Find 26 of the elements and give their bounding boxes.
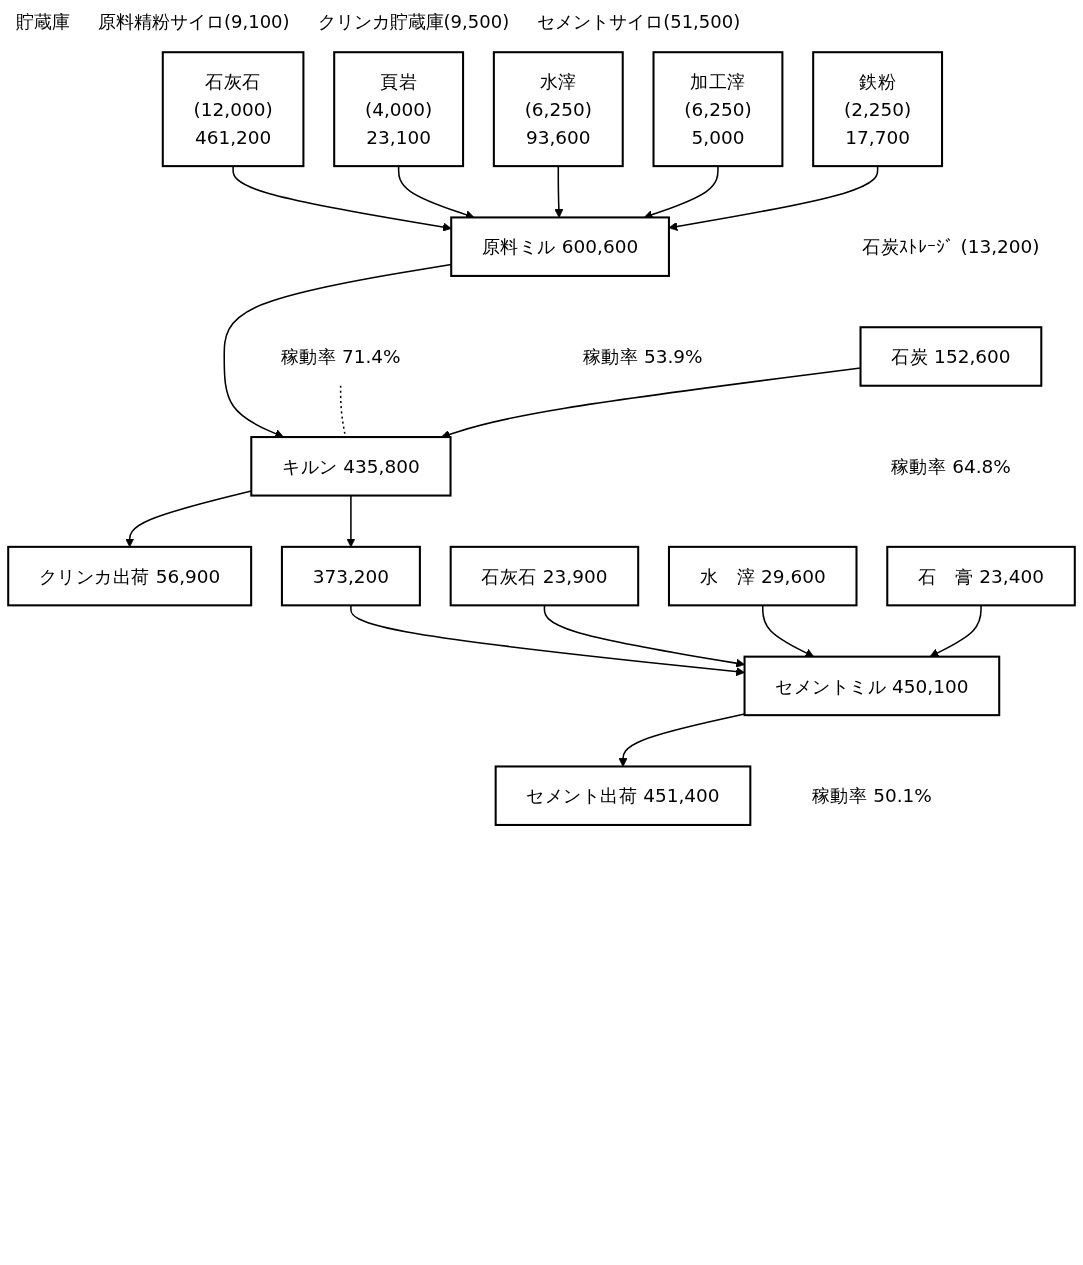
node-box: クリンカ出荷 56,900 <box>7 545 253 607</box>
node-text: 稼動率 71.4% <box>280 345 401 368</box>
node-box: 原料ミル 600,600 <box>450 216 670 277</box>
arrow <box>223 263 452 438</box>
node-box: 水 滓 29,600 <box>667 545 858 607</box>
note-text: 原料精粉サイロ(9,100) <box>98 10 290 34</box>
node-label: 石炭ｽﾄﾚｰｼﾞ (13,200) <box>862 235 1040 258</box>
node-box: キルン 435,800 <box>250 436 452 497</box>
node-box: 石灰石 (12,000) 461,200 <box>161 51 305 168</box>
node-box: セメントミル 450,100 <box>743 655 1001 717</box>
node-label: 稼動率 53.9% <box>582 345 703 368</box>
node-box: セメント出荷 451,400 <box>494 765 752 826</box>
node-box: 373,200 <box>280 545 421 607</box>
node-box: 頁岩 (4,000) 23,100 <box>333 51 465 168</box>
node-box: 石炭 152,600 <box>859 326 1043 387</box>
note-text: 貯蔵庫 <box>16 10 70 34</box>
note-text: セメントサイロ(51,500) <box>537 10 741 34</box>
node-box: 石灰石 23,900 <box>449 545 640 607</box>
note-text: クリンカ貯蔵庫(9,500) <box>317 10 510 34</box>
node-box: 加工滓 (6,250) 5,000 <box>652 51 784 168</box>
node-box: 水滓 (6,250) 93,600 <box>492 51 624 168</box>
node-label: 稼動率 64.8% <box>890 455 1011 478</box>
node-box: 鉄粉 (2,250) 17,700 <box>812 51 944 168</box>
arrow <box>618 713 746 767</box>
node-label: 稼動率 50.1% <box>811 784 932 807</box>
node-box: 石 膏 23,400 <box>886 545 1076 607</box>
